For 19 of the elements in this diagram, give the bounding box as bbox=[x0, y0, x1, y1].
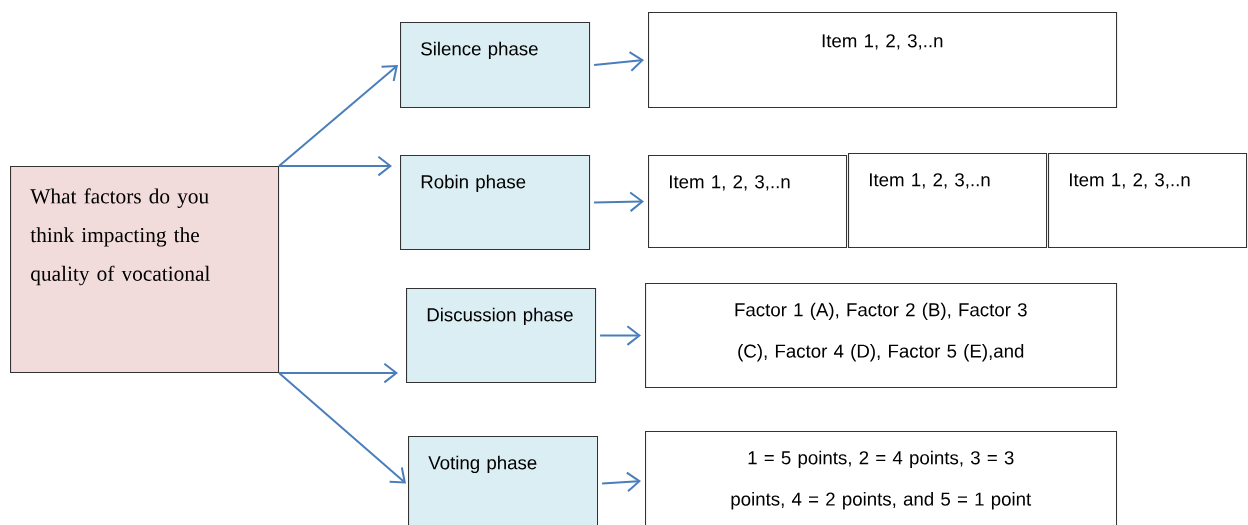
arrow bbox=[593, 191, 644, 213]
text-box: 1 = 5 points, 2 = 4 points, 3 = 3 points, 4 = 2 points, and 5 = 1 point bbox=[645, 431, 1118, 525]
item-box: Item 1, 2, 3,..n bbox=[1048, 153, 1248, 249]
arrow bbox=[599, 325, 641, 346]
arrow bbox=[278, 372, 406, 484]
phase-box: Voting phase bbox=[408, 436, 599, 525]
arrow bbox=[601, 471, 641, 493]
text-box: Factor 1 (A), Factor 2 (B), Factor 3 (C), Factor 4 (D), Factor 5 (E),and bbox=[645, 283, 1118, 389]
item-box: Item 1, 2, 3,..n bbox=[648, 155, 848, 249]
arrow bbox=[278, 155, 392, 177]
arrow bbox=[593, 51, 644, 72]
question-box: What factors do you think impacting the quality of vocational bbox=[10, 166, 280, 374]
item-box: Item 1, 2, 3,..n bbox=[648, 12, 1118, 109]
phase-box: Robin phase bbox=[400, 155, 591, 251]
item-box: Item 1, 2, 3,..n bbox=[848, 153, 1048, 249]
phase-box: Silence phase bbox=[400, 22, 591, 109]
arrow bbox=[278, 65, 398, 167]
phase-box: Discussion phase bbox=[406, 288, 597, 384]
arrow bbox=[278, 362, 398, 384]
